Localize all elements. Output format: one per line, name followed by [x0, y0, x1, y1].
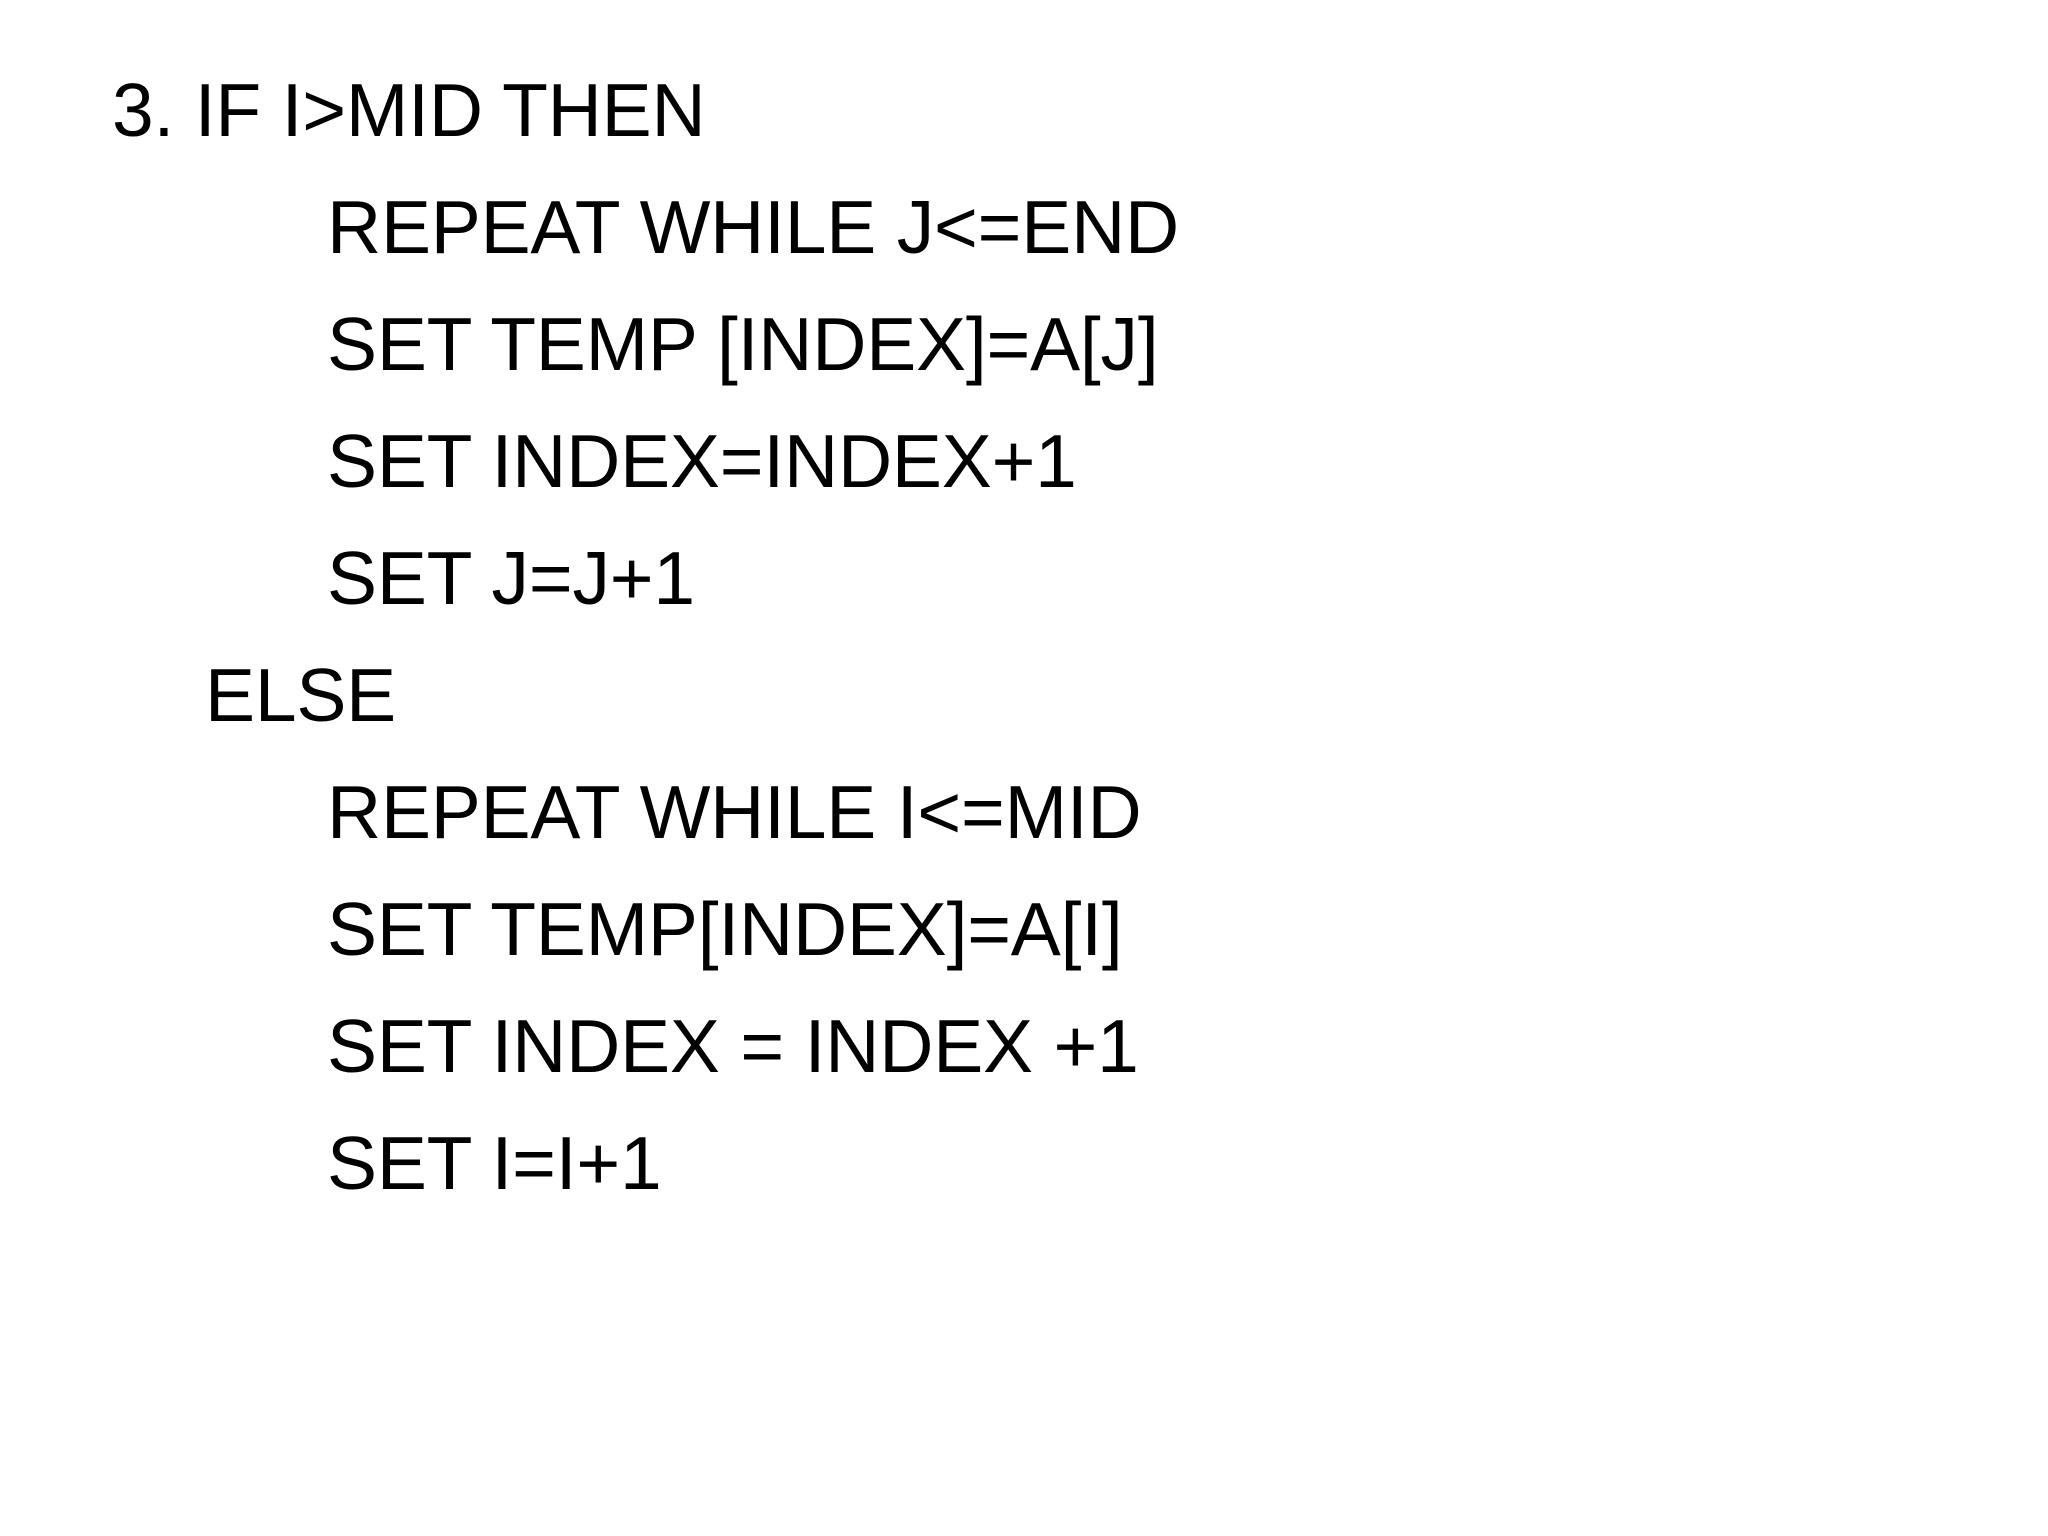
pseudocode-line: SET TEMP[INDEX]=A[I] [327, 887, 1123, 971]
pseudocode-line: SET INDEX=INDEX+1 [327, 419, 1077, 503]
pseudocode-line: SET TEMP [INDEX]=A[J] [327, 302, 1159, 386]
pseudocode-line: REPEAT WHILE I<=MID [327, 770, 1142, 854]
pseudocode-line: 3. IF I>MID THEN [112, 68, 706, 152]
pseudocode-line: ELSE [205, 653, 396, 737]
pseudocode-line: SET I=I+1 [327, 1121, 662, 1205]
pseudocode-line: SET INDEX = INDEX +1 [327, 1004, 1139, 1088]
pseudocode-line: REPEAT WHILE J<=END [327, 185, 1179, 269]
pseudocode-line: SET J=J+1 [327, 536, 695, 620]
pseudocode-block: 3. IF I>MID THEN REPEAT WHILE J<=END SET… [0, 52, 2048, 1222]
